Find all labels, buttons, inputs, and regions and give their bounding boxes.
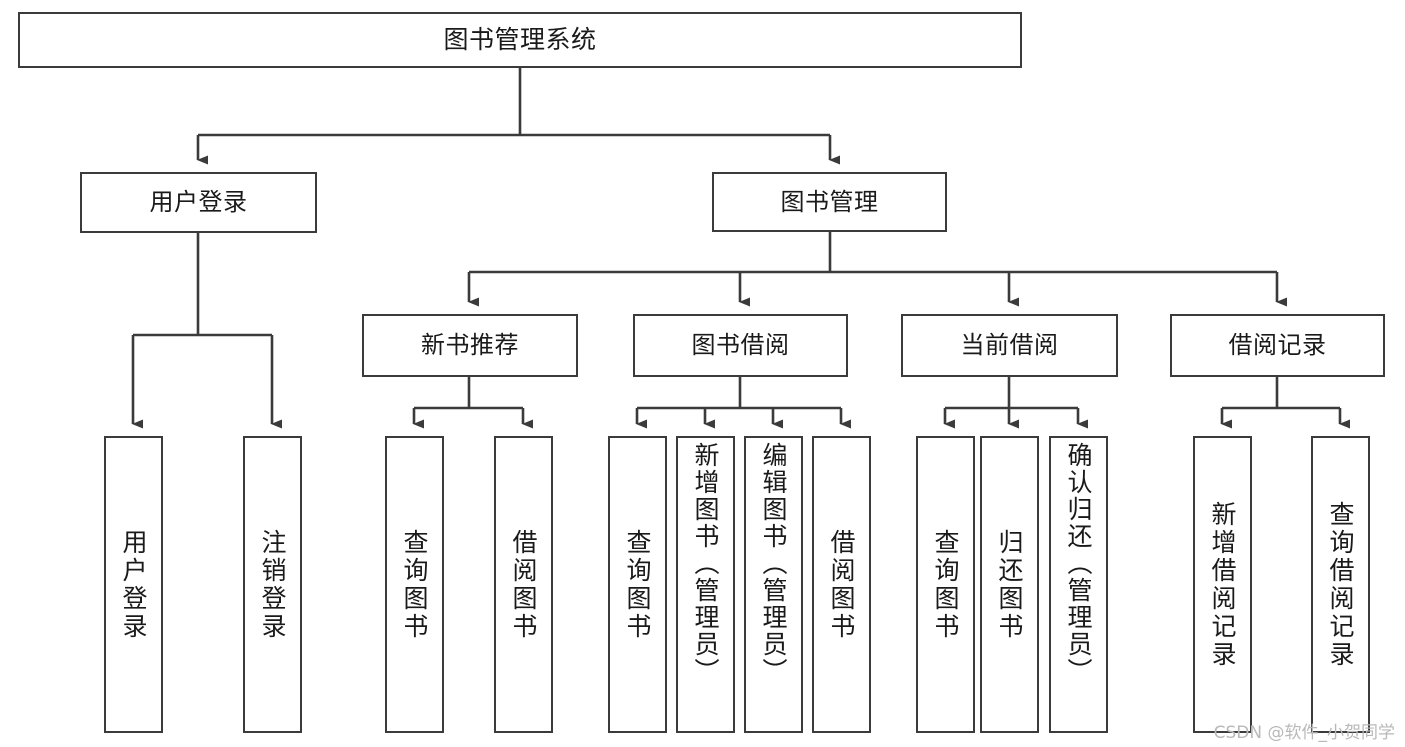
node-label: 新增图书（管理员）	[691, 442, 720, 685]
node-label: 注销登录	[258, 528, 287, 641]
node-label: 借阅图书	[509, 528, 538, 641]
node-leaf-add-borrow-record[interactable]: 新增借阅记录	[1193, 436, 1252, 733]
node-label: 借阅记录	[1228, 331, 1327, 360]
node-label: 用户登录	[119, 528, 148, 641]
node-leaf-user-login[interactable]: 用户登录	[104, 436, 163, 733]
csdn-watermark: CSDN @软件_小贺同学	[1213, 723, 1395, 743]
node-label: 查询图书	[400, 528, 429, 641]
node-book-management[interactable]: 图书管理	[712, 172, 947, 232]
node-label: 图书管理	[780, 187, 879, 216]
node-label: 图书管理系统	[443, 25, 597, 55]
node-root-book-management-system[interactable]: 图书管理系统	[18, 12, 1022, 68]
node-leaf-query-book-recommend[interactable]: 查询图书	[385, 436, 444, 733]
node-leaf-borrow-book-recommend[interactable]: 借阅图书	[494, 436, 553, 733]
node-leaf-confirm-return-admin[interactable]: 确认归还（管理员）	[1049, 436, 1108, 733]
node-leaf-add-book-admin[interactable]: 新增图书（管理员）	[676, 436, 735, 733]
node-label: 当前借阅	[960, 331, 1059, 360]
node-label: 查询图书	[623, 528, 652, 641]
node-label: 查询借阅记录	[1326, 500, 1355, 669]
node-label: 新书推荐	[421, 331, 519, 360]
node-label: 查询图书	[931, 528, 960, 641]
node-label: 编辑图书（管理员）	[759, 442, 788, 685]
node-label: 归还图书	[995, 528, 1024, 641]
node-leaf-borrow-book[interactable]: 借阅图书	[812, 436, 871, 733]
node-current-borrow[interactable]: 当前借阅	[901, 314, 1118, 377]
node-label: 借阅图书	[827, 528, 856, 641]
node-user-login[interactable]: 用户登录	[80, 172, 317, 233]
node-borrow-record[interactable]: 借阅记录	[1170, 314, 1385, 377]
node-new-book-recommend[interactable]: 新书推荐	[362, 314, 578, 377]
node-label: 图书借阅	[691, 331, 790, 360]
node-leaf-return-book[interactable]: 归还图书	[980, 436, 1039, 733]
node-label: 用户登录	[149, 188, 248, 217]
node-label: 新增借阅记录	[1208, 500, 1237, 669]
node-leaf-query-book-borrow[interactable]: 查询图书	[608, 436, 667, 733]
node-leaf-query-book-current[interactable]: 查询图书	[916, 436, 975, 733]
node-label: 确认归还（管理员）	[1064, 442, 1093, 685]
node-leaf-edit-book-admin[interactable]: 编辑图书（管理员）	[744, 436, 803, 733]
node-leaf-logout[interactable]: 注销登录	[243, 436, 302, 733]
node-leaf-query-borrow-record[interactable]: 查询借阅记录	[1311, 436, 1370, 733]
node-book-borrow[interactable]: 图书借阅	[633, 314, 848, 377]
